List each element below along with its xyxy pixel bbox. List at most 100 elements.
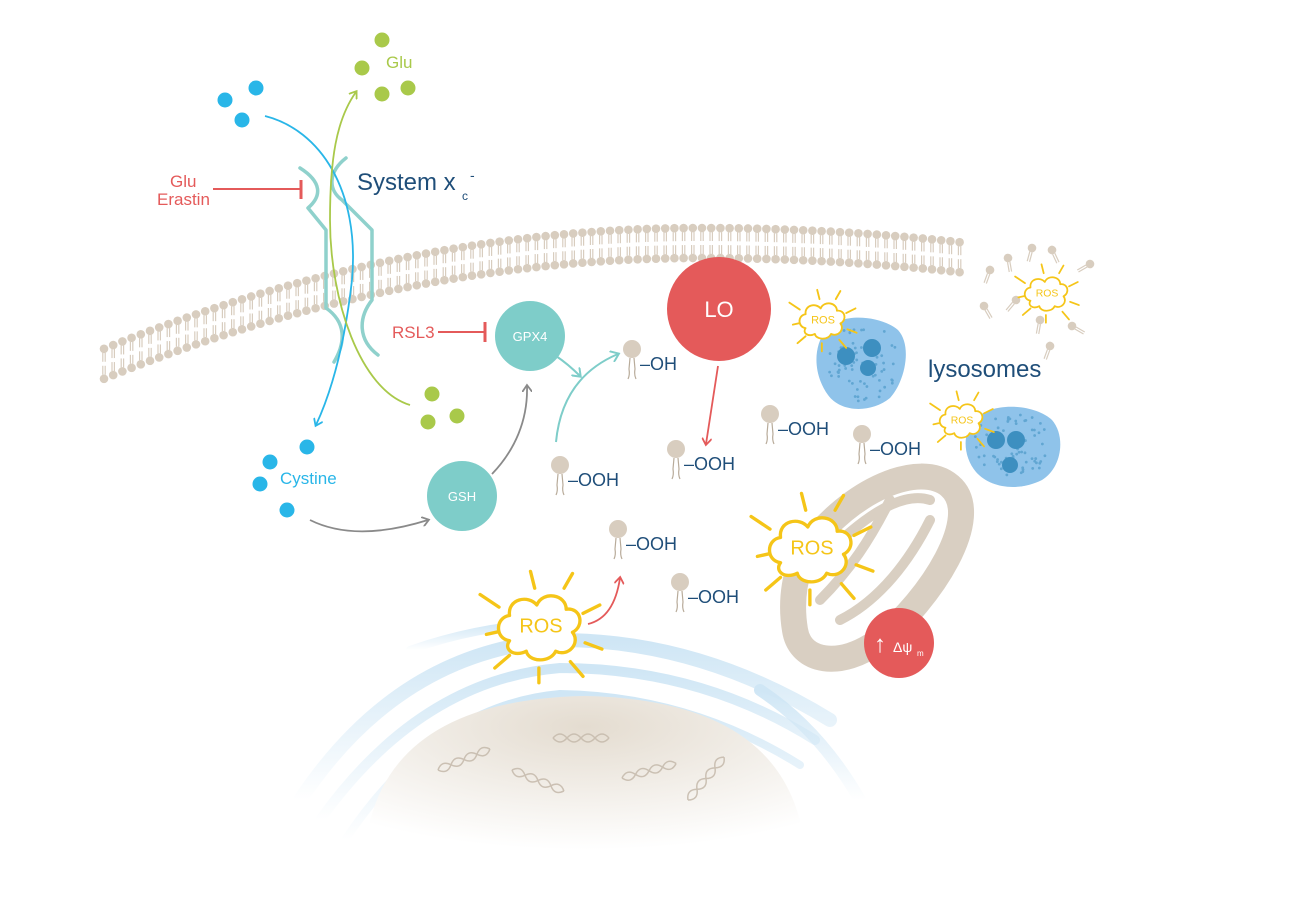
lipid-ooh-label: –OOH	[684, 454, 735, 474]
ros-label: ROS	[790, 537, 833, 559]
ros-cloud-1: ROS	[478, 569, 604, 685]
phospholipid-loose	[1076, 259, 1095, 273]
phospholipid	[486, 238, 495, 278]
gsh-to-gpx4-arrow	[491, 386, 527, 475]
phospholipid	[173, 316, 182, 356]
phospholipid	[467, 241, 477, 280]
phospholipid	[587, 227, 596, 267]
lipid-ooh: –OOH	[667, 440, 735, 480]
phospholipid	[256, 289, 265, 329]
phospholipid	[559, 229, 569, 269]
phospholipid	[578, 228, 587, 268]
phospholipid	[458, 242, 468, 282]
svg-text:GSH: GSH	[448, 489, 476, 504]
phospholipid	[955, 237, 964, 277]
phospholipid	[927, 235, 937, 274]
cystine-label: Cystine	[280, 469, 337, 488]
ros-cloud-2: ROS	[749, 491, 875, 607]
phospholipid	[752, 224, 762, 263]
phospholipid	[495, 237, 504, 276]
phospholipid	[265, 286, 274, 326]
phospholipid	[844, 228, 854, 267]
phospholipid	[697, 223, 707, 263]
phospholipid	[854, 228, 863, 268]
lipid-ooh-label: –OOH	[626, 534, 677, 554]
phospholipid	[421, 249, 431, 288]
phospholipid	[311, 273, 320, 313]
phospholipid	[706, 223, 716, 263]
phospholipid	[504, 236, 514, 275]
phospholipid	[191, 310, 201, 349]
glutamate-pathway: Glu	[329, 32, 465, 430]
phospholipid	[145, 326, 155, 366]
lipid-ooh-label: –OOH	[568, 470, 619, 490]
svg-text:Glu: Glu	[170, 172, 196, 191]
lipid-ooh-label: –OOH	[870, 439, 921, 459]
lipid-ooh: –OOH	[551, 456, 619, 496]
phospholipid	[357, 262, 366, 302]
phospholipid-loose	[1026, 243, 1037, 262]
phospholipid	[596, 227, 606, 266]
phospholipid-loose	[1047, 245, 1060, 264]
phospholipid	[605, 226, 615, 266]
phospholipid-loose	[1003, 253, 1013, 273]
phospholipid	[246, 292, 256, 331]
phospholipid	[200, 306, 210, 346]
phospholipid	[292, 278, 302, 318]
system-xc-label: System x c -	[357, 167, 475, 203]
phospholipid	[568, 229, 578, 268]
glu-erastin-inhibitor: Glu Erastin	[157, 172, 303, 209]
phospholipid	[164, 319, 173, 359]
phospholipid-loose	[979, 301, 993, 320]
lipid-ooh: –OOH	[671, 573, 739, 613]
phospholipid	[936, 235, 946, 275]
phospholipid	[182, 313, 192, 352]
phospholipid	[302, 276, 311, 315]
phospholipid-loose	[1035, 315, 1045, 335]
phospholipid-loose	[983, 265, 995, 284]
lipid-ooh-label: –OOH	[778, 419, 829, 439]
phospholipid	[522, 233, 532, 273]
ros-to-lipid-arrow	[587, 578, 620, 625]
phospholipid	[633, 225, 642, 264]
phospholipid	[734, 224, 744, 263]
phospholipid	[670, 223, 679, 263]
phospholipid	[716, 223, 725, 263]
ros-cloud-4: ROS	[929, 390, 995, 451]
svg-text:m: m	[917, 649, 924, 658]
phospholipid	[642, 224, 652, 264]
rsl3-inhibitor: RSL3	[392, 322, 487, 342]
svg-text:Δψ: Δψ	[893, 639, 912, 655]
phospholipid	[826, 227, 836, 266]
svg-text:↑: ↑	[874, 631, 886, 658]
phospholipid-loose	[1067, 321, 1086, 335]
nucleus-region	[293, 618, 866, 850]
phospholipid	[476, 239, 486, 279]
phospholipid	[688, 223, 698, 263]
lo-node: LO	[667, 257, 771, 361]
svg-text:-: -	[470, 167, 475, 183]
lo-to-lipid-arrow	[706, 365, 719, 444]
cell-membrane-bilayer	[99, 223, 1095, 384]
svg-text:LO: LO	[704, 297, 733, 322]
lipid-oh: –OH	[623, 340, 677, 380]
phospholipid	[863, 229, 872, 269]
ros-cloud-5: ROS	[1014, 263, 1080, 324]
cystine-pathway: Cystine	[217, 80, 429, 533]
phospholipid	[118, 337, 127, 376]
phospholipid	[780, 225, 790, 264]
ros-label: ROS	[1036, 288, 1059, 299]
phospholipid	[283, 281, 293, 321]
svg-text:Erastin: Erastin	[157, 190, 210, 209]
glu-out-label: Glu	[386, 53, 412, 72]
phospholipid	[835, 227, 845, 267]
gsh-node: GSH	[427, 461, 497, 531]
lipid-oh-label: –OH	[640, 354, 677, 374]
phospholipid	[808, 226, 817, 265]
phospholipid	[541, 231, 550, 271]
ros-label: ROS	[519, 615, 562, 637]
lysosomes-label: lysosomes	[928, 356, 1041, 383]
phospholipid	[154, 323, 164, 362]
phospholipid	[817, 226, 826, 266]
